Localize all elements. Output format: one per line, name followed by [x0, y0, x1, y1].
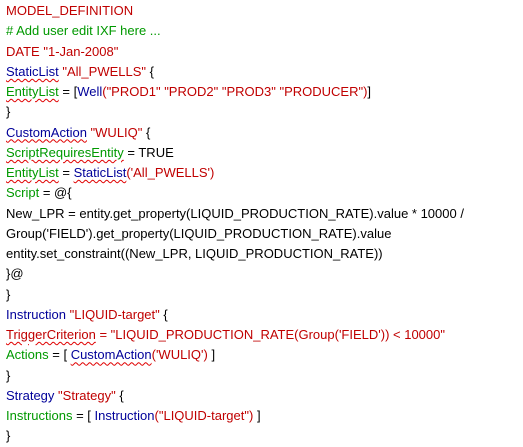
model-definition-keyword: MODEL_DEFINITION — [6, 3, 134, 18]
script-line-3: entity.set_constraint((New_LPR, LIQUID_P… — [6, 246, 383, 261]
instructions-keyword: Instructions — [6, 408, 73, 423]
close-bracket: ] — [207, 347, 216, 363]
code-line-2: # Add user edit IXF here ... — [0, 21, 523, 41]
script-keyword: Script — [6, 185, 40, 201]
code-line-4: StaticList "All_PWELLS" { — [0, 62, 523, 82]
close-brace: } — [6, 104, 11, 120]
code-line-20: Strategy "Strategy" { — [0, 386, 523, 406]
code-line-13: entity.set_constraint((New_LPR, LIQUID_P… — [0, 244, 523, 264]
assign-bracket: = [ — [48, 347, 71, 363]
close-bracket: ] — [253, 408, 261, 423]
assign-operator: = — [58, 165, 74, 180]
strategy-keyword: Strategy — [6, 387, 55, 403]
code-line-7: CustomAction "WULIQ" { — [0, 123, 523, 143]
code-line-1: MODEL_DEFINITION — [0, 1, 523, 21]
instruction-argument: ("LIQUID-target") — [154, 408, 254, 423]
true-value: = TRUE — [123, 144, 174, 160]
trigger-expression: = "LIQUID_PRODUCTION_RATE(Group('FIELD')… — [95, 327, 445, 342]
code-line-6: } — [0, 102, 523, 122]
staticlist-keyword: StaticList — [6, 63, 59, 79]
code-line-15: } — [0, 285, 523, 305]
instruction-keyword: Instruction — [6, 306, 66, 322]
code-line-19: } — [0, 366, 523, 386]
customaction-function: CustomAction — [70, 347, 152, 363]
date-value: "1-Jan-2008" — [43, 43, 119, 59]
code-line-3: DATE "1-Jan-2008" — [0, 42, 523, 62]
close-brace: } — [6, 428, 11, 444]
triggercriterion-keyword: TriggerCriterion — [6, 327, 96, 342]
close-brace: } — [6, 286, 11, 302]
assign-bracket: = [ — [72, 408, 95, 423]
scriptrequiresentity-keyword: ScriptRequiresEntity — [6, 144, 124, 160]
script-line-2: Group('FIELD').get_property(LIQUID_PRODU… — [6, 225, 392, 241]
script-line-1: New_LPR = entity.get_property(LIQUID_PRO… — [6, 205, 464, 221]
code-line-21: Instructions = [ Instruction("LIQUID-tar… — [0, 406, 523, 426]
open-brace: { — [142, 124, 151, 140]
close-bracket: ] — [367, 84, 372, 99]
code-line-17: TriggerCriterion = "LIQUID_PRODUCTION_RA… — [0, 325, 523, 345]
well-names: ("PROD1" "PROD2" "PROD3" "PRODUCER") — [102, 84, 368, 99]
actions-keyword: Actions — [6, 347, 49, 363]
script-close: }@ — [6, 266, 24, 282]
code-line-22: } — [0, 426, 523, 446]
open-brace: { — [159, 306, 168, 322]
code-line-5: EntityList = [Well("PROD1" "PROD2" "PROD… — [0, 82, 523, 102]
date-keyword: DATE — [6, 43, 40, 59]
entitylist-keyword: EntityList — [6, 165, 59, 180]
customaction-argument: ('WULIQ') — [151, 347, 208, 363]
code-line-14: }@ — [0, 264, 523, 284]
staticlist-function: StaticList — [73, 165, 127, 180]
code-line-11: New_LPR = entity.get_property(LIQUID_PRO… — [0, 204, 523, 224]
code-line-18: Actions = [ CustomAction('WULIQ') ] — [0, 345, 523, 365]
open-brace: { — [146, 63, 154, 79]
strategy-name: "Strategy" — [58, 387, 116, 403]
instruction-name: "LIQUID-target" — [69, 306, 160, 322]
open-brace: { — [115, 387, 124, 403]
code-line-16: Instruction "LIQUID-target" { — [0, 305, 523, 325]
code-line-10: Script = @{ — [0, 183, 523, 203]
customaction-name: "WULIQ" — [90, 124, 143, 140]
staticlist-argument: ('All_PWELLS') — [126, 165, 215, 180]
comment-text: # Add user edit IXF here ... — [6, 23, 161, 39]
entitylist-keyword: EntityList — [6, 84, 59, 99]
assign-bracket: = [ — [58, 84, 78, 99]
code-line-9: EntityList = StaticList('All_PWELLS') — [0, 163, 523, 183]
code-line-12: Group('FIELD').get_property(LIQUID_PRODU… — [0, 224, 523, 244]
close-brace: } — [6, 367, 11, 383]
code-line-8: ScriptRequiresEntity = TRUE — [0, 143, 523, 163]
staticlist-name: "All_PWELLS" — [62, 63, 147, 79]
customaction-keyword: CustomAction — [6, 124, 87, 140]
well-function: Well — [77, 84, 103, 99]
script-open: = @{ — [39, 185, 72, 201]
instruction-function: Instruction — [94, 408, 155, 423]
